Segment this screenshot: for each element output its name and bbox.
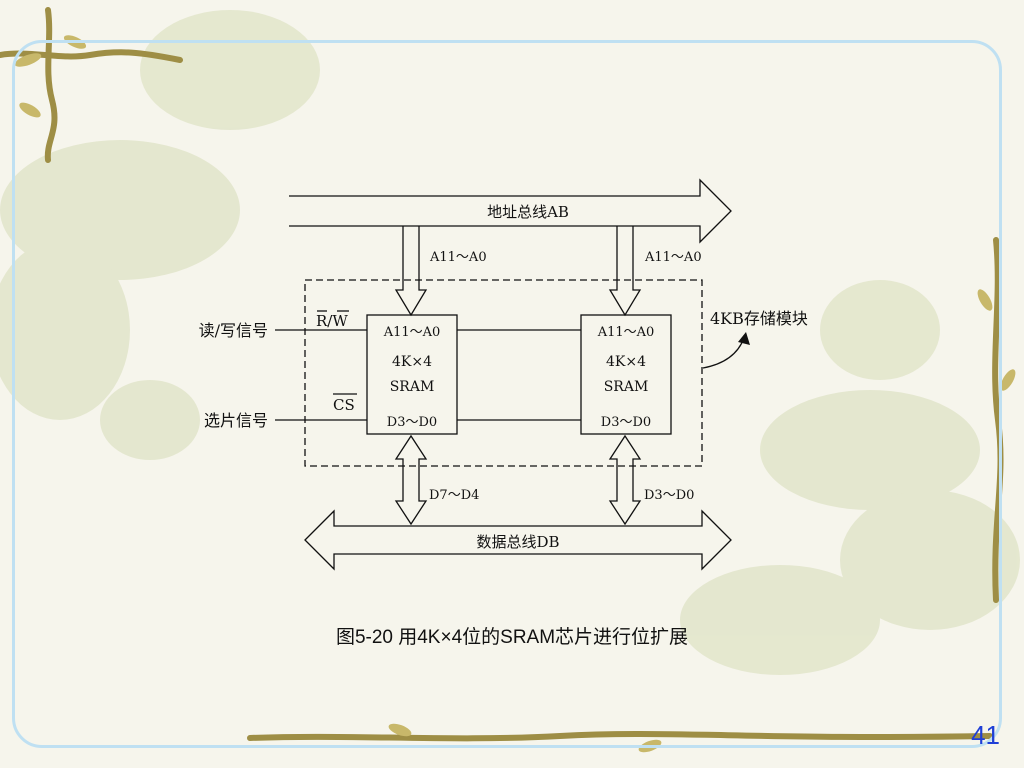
addr-tap-right-arrow	[608, 226, 642, 317]
chip-right-addr: A11～A0	[597, 325, 655, 340]
addr-tap-left-label: A11～A0	[429, 250, 487, 265]
memory-module-box	[304, 279, 703, 467]
data-tap-right-arrow	[608, 434, 642, 526]
address-bus-label: 地址总线AB	[487, 203, 569, 221]
slide-frame	[12, 40, 1002, 748]
data-bus-label: 数据总线DB	[476, 533, 559, 551]
chip-left-addr: A11～A0	[383, 325, 441, 340]
chip-right-type: SRAM	[604, 379, 649, 395]
chip-left-type: SRAM	[390, 379, 435, 395]
cs-signal-label: 选片信号	[204, 411, 268, 430]
chip-left-size: 4K×4	[392, 354, 432, 370]
data-tap-right-label: D3～D0	[644, 488, 694, 503]
module-pointer-arrow	[702, 337, 745, 369]
addr-tap-right-label: A11～A0	[644, 250, 702, 265]
figure-caption: 图5-20 用4K×4位的SRAM芯片进行位扩展	[335, 627, 689, 648]
chip-right-size: 4K×4	[606, 354, 646, 370]
rw-pin-label: R/W	[316, 312, 348, 330]
chip-right-data: D3～D0	[601, 415, 651, 430]
chip-left-data: D3～D0	[387, 415, 437, 430]
module-label: 4KB存储模块	[710, 309, 808, 328]
data-tap-left-label: D7～D4	[429, 488, 479, 503]
cs-pin-label: CS	[333, 396, 355, 414]
address-bus-arrow	[289, 178, 732, 244]
sram-chip-left	[366, 314, 458, 435]
rw-signal-label: 读/写信号	[199, 321, 268, 340]
data-bus-arrow	[304, 509, 732, 571]
addr-tap-left-arrow	[394, 226, 428, 317]
data-tap-left-arrow	[394, 434, 428, 526]
sram-chip-right	[580, 314, 672, 435]
page-number: 41	[971, 720, 1000, 750]
